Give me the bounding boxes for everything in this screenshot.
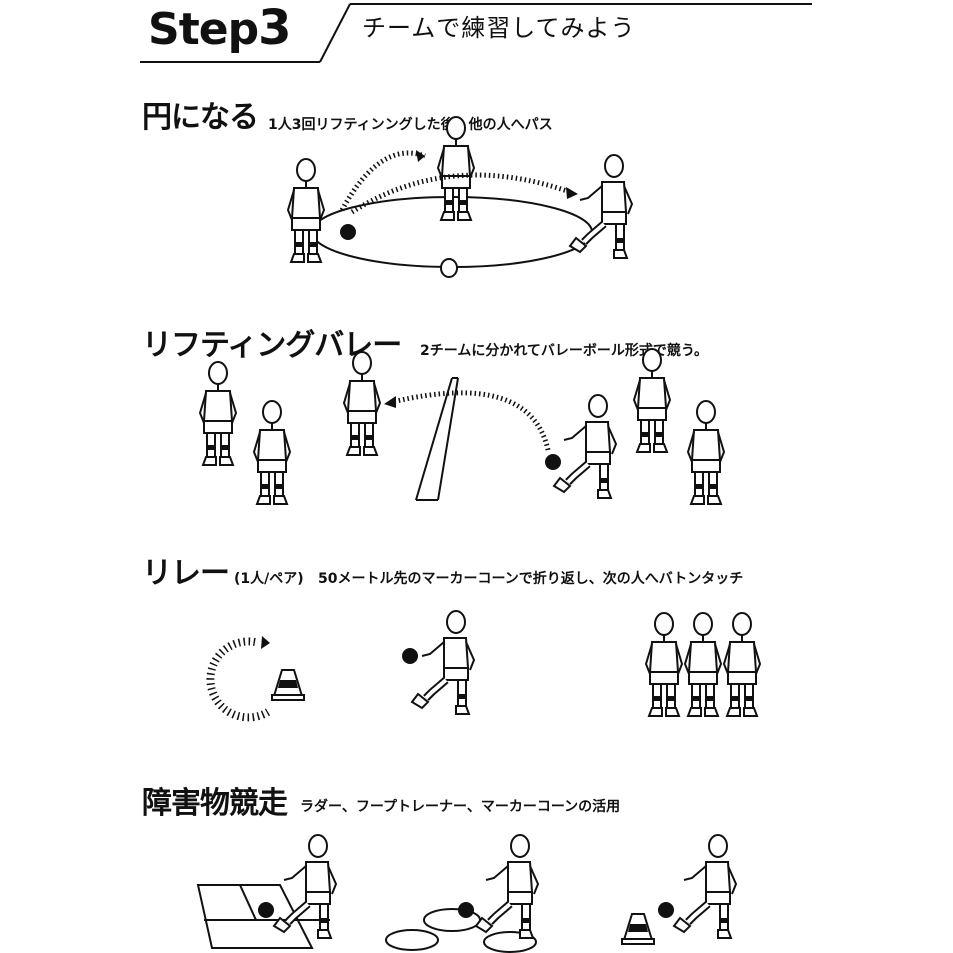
- step-subtitle: チームで練習してみよう: [362, 14, 636, 42]
- section-title-circle: 円になる: [142, 100, 259, 135]
- section-desc-obstacle: ラダー、フープトレーナー、マーカーコーンの活用: [300, 799, 621, 815]
- player-head-marker: [440, 258, 458, 278]
- player-figure-icon: [199, 361, 237, 466]
- ball-icon: [258, 902, 274, 918]
- player-figure-icon: [570, 155, 632, 258]
- circle-drill-illustration: [287, 116, 632, 278]
- pass-arrow: [391, 390, 551, 451]
- header-rule: [140, 3, 812, 63]
- player-figure-icon: [274, 835, 336, 938]
- player-figure-icon: [633, 348, 671, 453]
- pass-arrow: [339, 150, 426, 212]
- step-title: Step3: [148, 0, 291, 56]
- relay-drill-illustration: [206, 611, 761, 722]
- player-figure-icon: [412, 611, 474, 714]
- obstacle-drill-illustration: [196, 835, 736, 953]
- player-figure-icon: [674, 835, 736, 938]
- volley-drill-illustration: [199, 348, 725, 505]
- section-desc-relay: 50メートル先のマーカーコーンで折り返し、次の人へバトンタッチ: [318, 571, 744, 587]
- player-figure-icon: [645, 612, 683, 717]
- player-figure-icon: [343, 351, 381, 456]
- turn-arrow: [206, 637, 271, 722]
- player-figure-icon: [554, 395, 616, 498]
- player-figure-icon: [437, 116, 475, 221]
- player-figure-icon: [476, 835, 538, 938]
- player-figure-icon: [287, 158, 325, 263]
- section-desc-lifting-volley: 2チームに分かれてバレーボール形式で競う。: [420, 343, 709, 359]
- player-figure-icon: [684, 612, 722, 717]
- ball-icon: [340, 224, 356, 240]
- step-number: 3: [258, 0, 291, 56]
- section-desc-circle: 1人3回リフティンングした後、他の人へパス: [268, 117, 553, 133]
- ball-icon: [458, 902, 474, 918]
- step-label: Step: [148, 4, 259, 55]
- pass-arrow: [350, 172, 571, 215]
- ladder-icon: [196, 884, 330, 949]
- marker-cone-icon: [271, 669, 305, 701]
- ball-icon: [545, 454, 561, 470]
- volleyball-net-icon: [415, 377, 459, 501]
- player-figure-icon: [723, 612, 761, 717]
- ball-icon: [402, 648, 418, 664]
- section-title-relay: リレー: [142, 556, 230, 591]
- player-figure-icon: [687, 400, 725, 505]
- ball-icon: [658, 902, 674, 918]
- marker-cone-icon: [621, 913, 655, 945]
- player-figure-icon: [253, 400, 291, 505]
- section-title-obstacle: 障害物競走: [142, 786, 288, 821]
- section-note-relay: (1人/ペア): [234, 571, 304, 587]
